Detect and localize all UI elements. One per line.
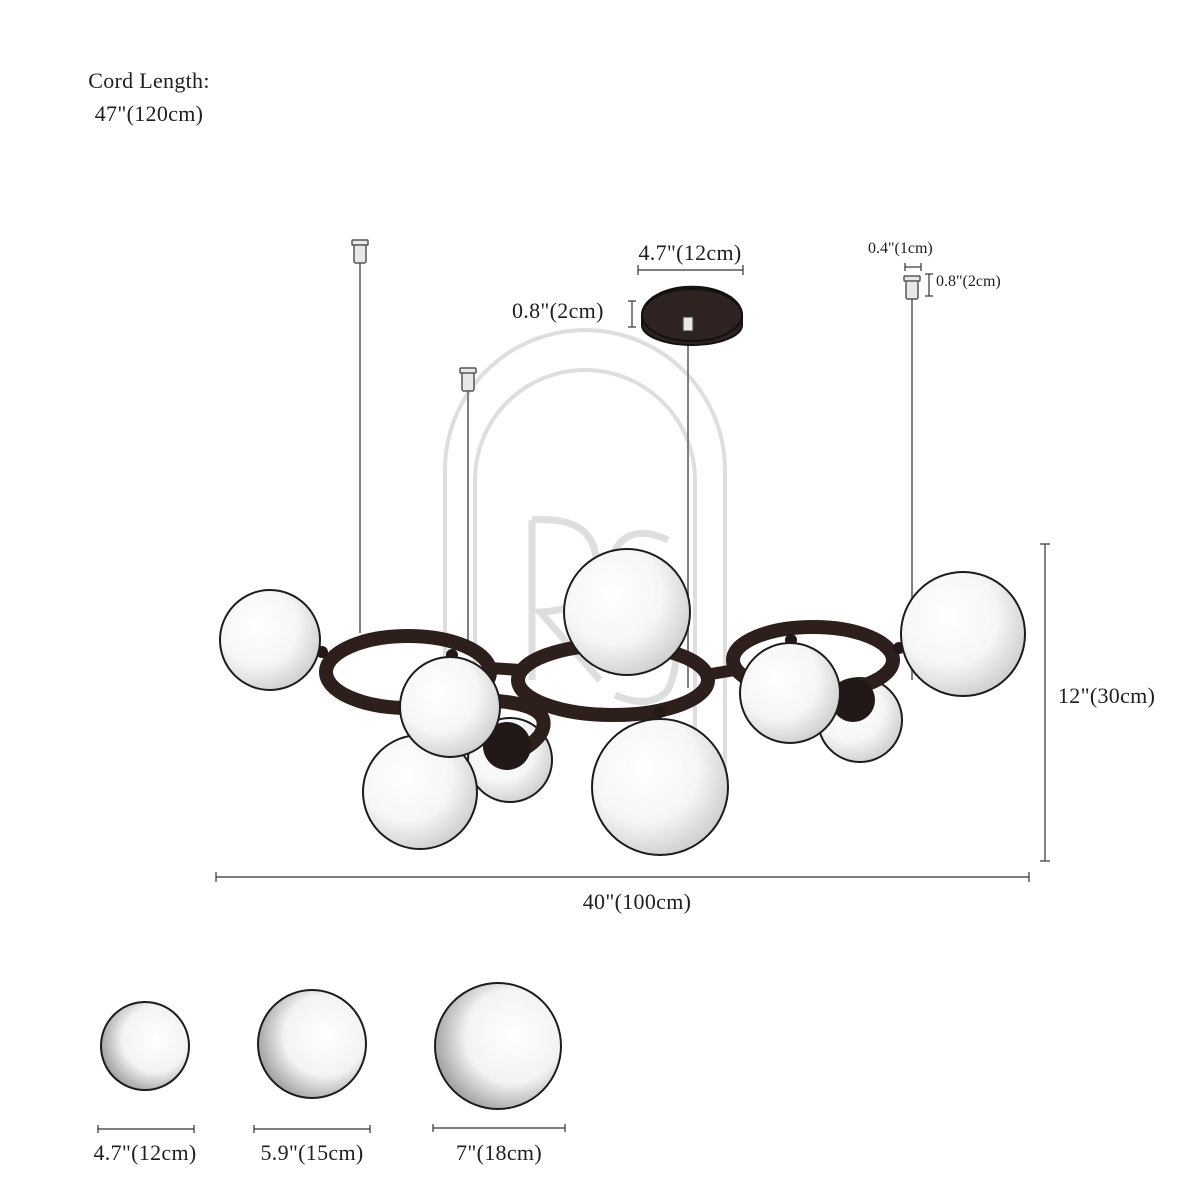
ceiling-canopy xyxy=(641,285,743,346)
globe-left-mid xyxy=(399,656,501,758)
globe-size-label-medium: 5.9"(15cm) xyxy=(260,1140,364,1165)
rod-cap-4 xyxy=(905,278,919,300)
frame-hubs xyxy=(316,634,905,770)
canopy-height-label: 0.8"(2cm) xyxy=(512,298,604,323)
rod-cap-height-label: 0.8"(2cm) xyxy=(936,273,1001,290)
overall-width-label: 40"(100cm) xyxy=(582,889,692,914)
globe-swatch-small xyxy=(100,1001,190,1091)
dimension-lines xyxy=(97,263,1050,1133)
globe-center-top xyxy=(563,548,691,676)
rod-end-caps xyxy=(351,239,921,392)
canopy-width-label: 4.7"(12cm) xyxy=(638,240,742,265)
globe-size-swatches xyxy=(100,982,562,1110)
globe-far-right xyxy=(900,571,1026,697)
globe-right-mid xyxy=(739,642,841,744)
overall-height-label: 12"(30cm) xyxy=(1058,683,1156,708)
rod-cap-1 xyxy=(353,242,367,264)
globe-size-label-large: 7"(18cm) xyxy=(456,1140,542,1165)
globe-size-label-small: 4.7"(12cm) xyxy=(93,1140,197,1165)
globe-swatch-large xyxy=(434,982,562,1110)
cord-length-title: Cord Length: xyxy=(88,68,210,93)
globe-center-low xyxy=(591,718,729,856)
cord-length-label: Cord Length: 47"(120cm) xyxy=(64,64,234,130)
cord-length-value: 47"(120cm) xyxy=(94,101,204,126)
globe-far-left xyxy=(219,589,321,691)
rod-cap-2 xyxy=(461,370,475,392)
rod-cap-width-label: 0.4"(1cm) xyxy=(868,240,933,257)
globe-swatch-medium xyxy=(257,989,367,1099)
globes-front xyxy=(219,548,1026,856)
